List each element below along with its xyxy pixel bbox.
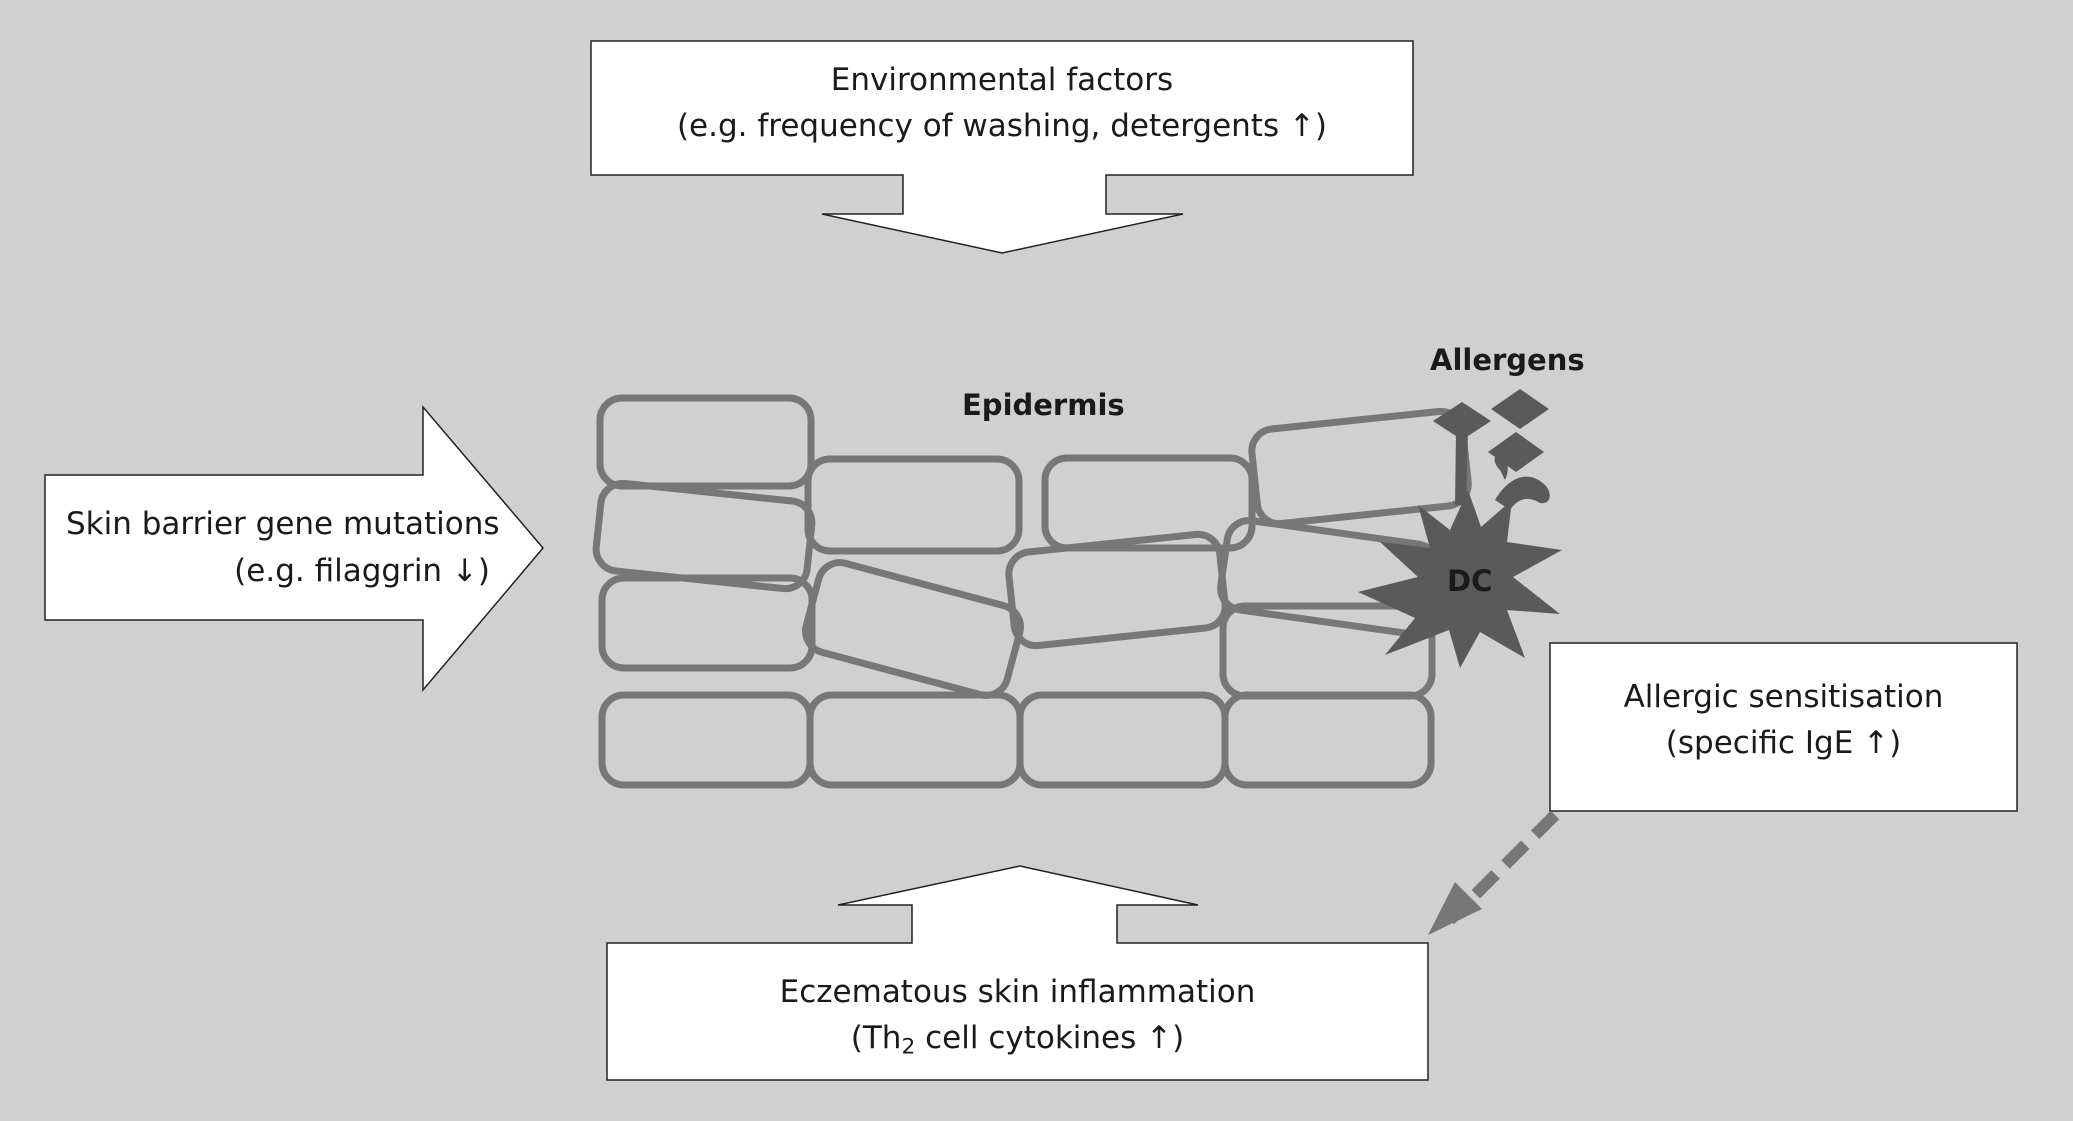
sensitisation-line2: (specific IgE ↑) <box>1665 725 1902 761</box>
dc-label: DC <box>1447 564 1493 598</box>
cell <box>1016 691 1229 789</box>
sensitisation-line1: Allergic sensitisation <box>1623 679 1944 715</box>
cell <box>1041 454 1256 552</box>
allergens-label: Allergens <box>1430 343 1585 377</box>
sensitisation-dashed-arrow <box>1445 810 1560 925</box>
environmental-arrow <box>590 40 1414 254</box>
cell <box>1221 691 1435 789</box>
allergen-diamond <box>1491 389 1549 429</box>
barrier-arrow <box>44 404 544 693</box>
barrier-line2: (e.g. filaggrin ↓) <box>234 553 490 589</box>
inflammation-arrow <box>606 865 1429 1081</box>
barrier-line1: Skin barrier gene mutations <box>66 506 500 542</box>
cell <box>802 559 1024 699</box>
epidermis-cells <box>592 394 1472 789</box>
epidermis-label: Epidermis <box>962 388 1125 422</box>
cell <box>596 394 815 490</box>
inflammation-text: Eczematous skin inflammation (Th2 cell c… <box>607 969 1428 1070</box>
cell <box>598 574 816 672</box>
allergen-diamond <box>1488 432 1544 472</box>
dendrite-process <box>1494 455 1508 480</box>
cell <box>592 479 816 593</box>
inflammation-line1: Eczematous skin inflammation <box>779 974 1256 1010</box>
inflammation-line2: (Th2 cell cytokines ↑) <box>607 1015 1428 1070</box>
dendrite-process <box>1495 476 1550 510</box>
inflammation-line2-pre: (Th <box>850 1020 902 1056</box>
environmental-line2: (e.g. frequency of washing, detergents ↑… <box>676 108 1328 144</box>
cell <box>598 691 814 789</box>
cell <box>1248 407 1472 528</box>
inflammation-line2-post: cell cytokines ↑) <box>915 1020 1185 1056</box>
dendrite-process <box>1455 430 1468 505</box>
environmental-text: Environmental factors (e.g. frequency of… <box>591 57 1413 149</box>
cell <box>806 691 1024 789</box>
sensitisation-box <box>1549 642 2018 812</box>
cell <box>804 455 1023 555</box>
dendritic-cell-star <box>1358 490 1562 668</box>
sensitisation-text: Allergic sensitisation (specific IgE ↑) <box>1550 674 2017 766</box>
allergens <box>1433 389 1549 472</box>
inflammation-line2-sub: 2 <box>901 1034 916 1060</box>
sensitisation-arrowhead <box>1428 882 1482 935</box>
allergen-diamond <box>1433 402 1491 440</box>
environmental-line1: Environmental factors <box>830 62 1174 98</box>
